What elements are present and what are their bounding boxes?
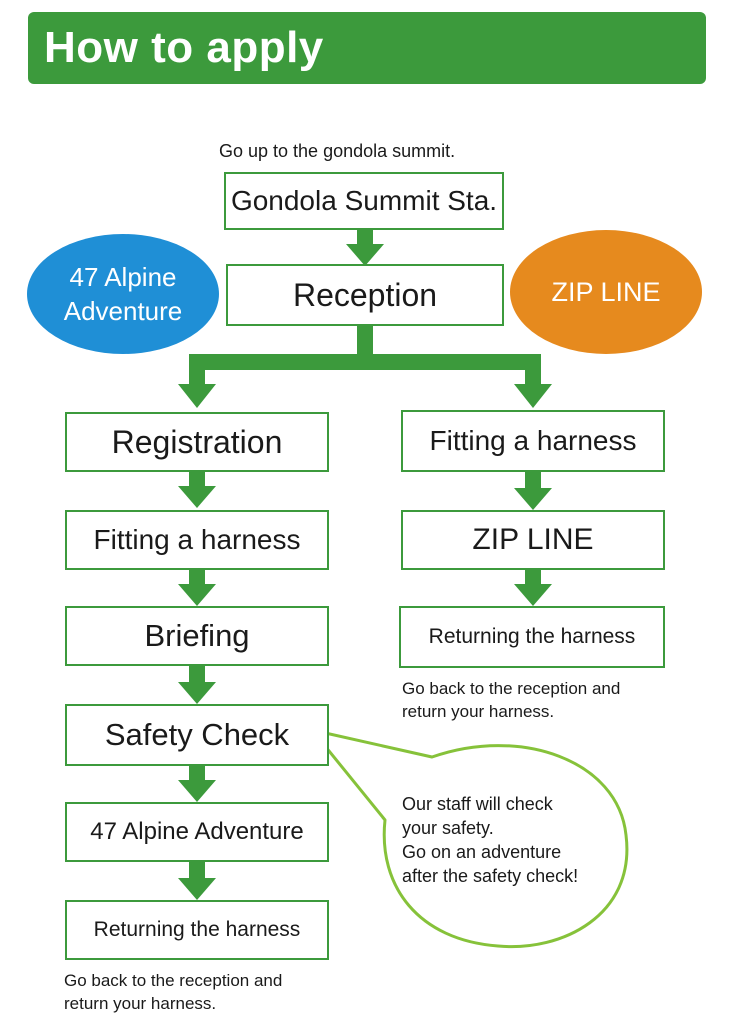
bubble-text: Our staff will check your safety. Go on … [402, 794, 579, 886]
right-return-note-line1: Go back to the reception and [402, 679, 621, 698]
arrow-down [346, 230, 384, 266]
left-fitting-harness-box: Fitting a harness [65, 510, 329, 570]
left-return-note-line1: Go back to the reception and [64, 971, 283, 990]
arrow-down [178, 862, 216, 900]
top-instruction: Go up to the gondola summit. [219, 141, 456, 161]
gondola-summit-box: Gondola Summit Sta. [224, 172, 504, 230]
right-returning-harness-box: Returning the harness [399, 606, 665, 668]
arrow-down [178, 766, 216, 802]
page-title: How to apply [44, 23, 324, 72]
briefing-box: Briefing [65, 606, 329, 666]
header-banner: How to apply [28, 12, 706, 84]
registration-box: Registration [65, 412, 329, 472]
branch-connector [178, 324, 552, 408]
arrow-down [178, 666, 216, 704]
right-fitting-harness-box: Fitting a harness [401, 410, 665, 472]
alpine-adventure-box: 47 Alpine Adventure [65, 802, 329, 862]
speech-bubble [310, 728, 629, 949]
arrow-down [514, 570, 552, 606]
zipline-circle: ZIP LINE [510, 230, 702, 354]
zipline-box: ZIP LINE [401, 510, 665, 570]
arrow-down [178, 570, 216, 606]
reception-box: Reception [226, 264, 504, 326]
right-return-note-line2: return your harness. [402, 702, 555, 721]
safety-check-box: Safety Check [65, 704, 329, 766]
alpine-adventure-circle: 47 Alpine Adventure [27, 234, 219, 354]
arrow-down [514, 472, 552, 510]
left-returning-harness-box: Returning the harness [65, 900, 329, 960]
left-return-note-line2: return your harness. [64, 994, 217, 1013]
arrow-down [178, 472, 216, 508]
